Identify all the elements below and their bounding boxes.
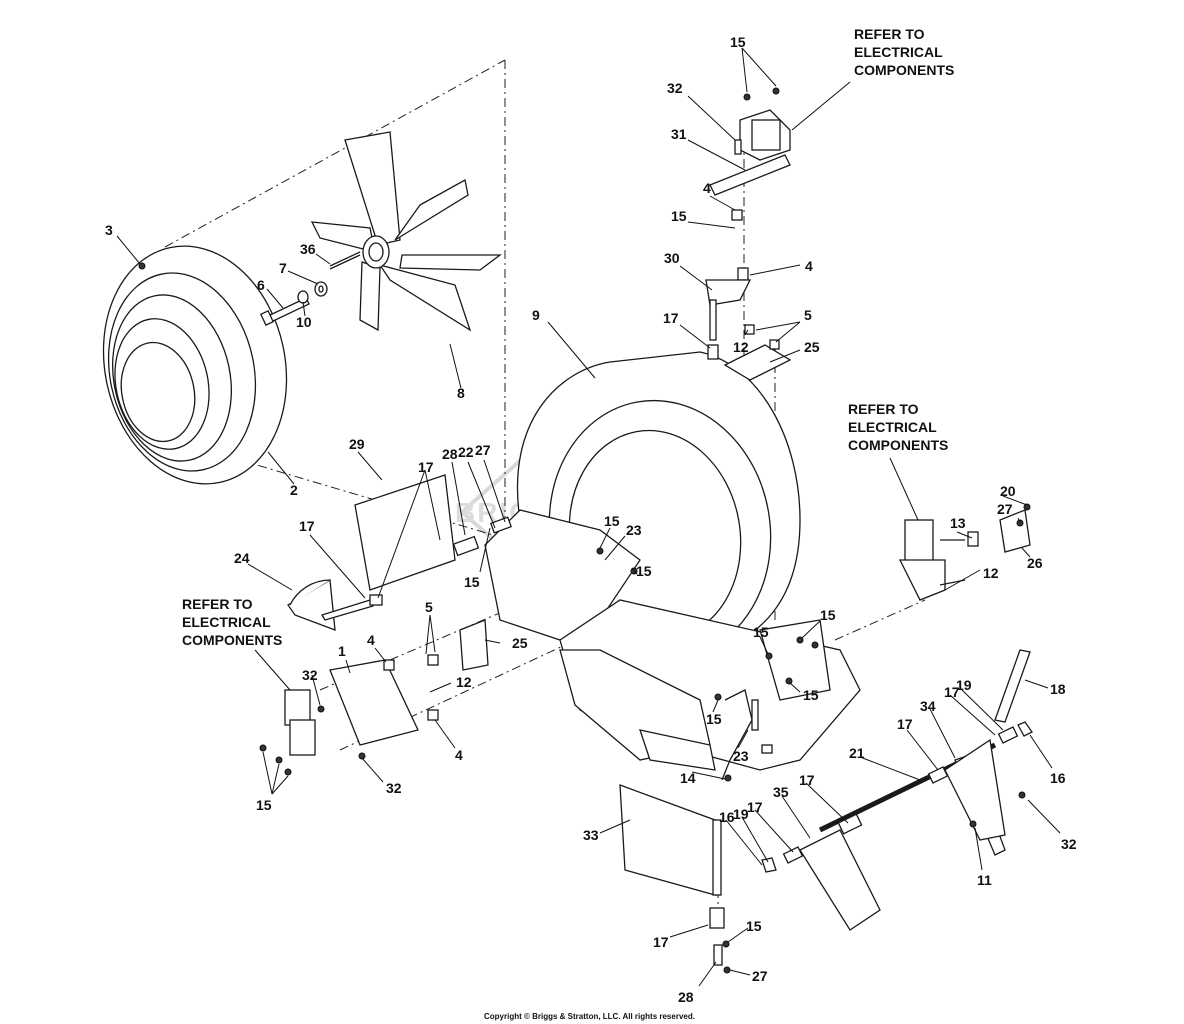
callout-leaders — [116, 47, 1061, 987]
callout-label: 36 — [300, 241, 316, 257]
top-actuator-assembly — [705, 87, 792, 381]
callout-label: 7 — [279, 260, 287, 276]
callout-label: 17 — [418, 459, 434, 475]
callout-label: 28 — [442, 446, 458, 462]
pedal-linkage-assembly — [619, 649, 1033, 974]
callout-label: 17 — [653, 934, 669, 950]
callout-label: 2 — [290, 482, 298, 498]
callout-label: 33 — [583, 827, 599, 843]
callout-label: 15 — [256, 797, 272, 813]
note-line: REFER TO — [854, 26, 925, 42]
callout-label: 19 — [956, 677, 972, 693]
note-line: REFER TO — [182, 596, 253, 612]
callout-label: 12 — [733, 339, 749, 355]
callout-label: 15 — [604, 513, 620, 529]
callout-label: 3 — [105, 222, 113, 238]
callout-label: 17 — [299, 518, 315, 534]
callout-label: 4 — [455, 747, 463, 763]
callout-label: 30 — [664, 250, 680, 266]
note-line: COMPONENTS — [182, 632, 282, 648]
callout-label: 5 — [804, 307, 812, 323]
callout-label: 18 — [1050, 681, 1066, 697]
callout-label: 27 — [752, 968, 768, 984]
callout-label: 32 — [1061, 836, 1077, 852]
note-line: COMPONENTS — [848, 437, 948, 453]
note-line: COMPONENTS — [854, 62, 954, 78]
right-motor-assembly — [898, 503, 1031, 601]
fan-housing-cover — [102, 245, 288, 485]
callout-label: 21 — [849, 745, 865, 761]
callout-label: 17 — [663, 310, 679, 326]
callout-label: 15 — [464, 574, 480, 590]
callout-label: 27 — [475, 442, 491, 458]
callout-label: 5 — [425, 599, 433, 615]
callout-label: 17 — [799, 772, 815, 788]
left-damper-assembly — [259, 474, 513, 776]
callout-label: 22 — [458, 444, 474, 460]
callout-label: 20 — [1000, 483, 1016, 499]
callout-label: 27 — [997, 501, 1013, 517]
callout-label: 15 — [730, 34, 746, 50]
callout-label: 4 — [805, 258, 813, 274]
copyright-text: Copyright © Briggs & Stratton, LLC. All … — [484, 1012, 695, 1021]
callout-label: 15 — [706, 711, 722, 727]
callout-label: 15 — [820, 607, 836, 623]
callout-labels: 15 32 31 4 15 30 4 17 12 5 25 9 3 36 7 6… — [105, 34, 1077, 1005]
callout-label: 34 — [920, 698, 936, 714]
callout-label: 23 — [733, 748, 749, 764]
note-line: ELECTRICAL — [182, 614, 271, 630]
callout-label: 32 — [386, 780, 402, 796]
callout-label: 24 — [234, 550, 250, 566]
note-line: ELECTRICAL — [854, 44, 943, 60]
callout-label: 28 — [678, 989, 694, 1005]
callout-label: 14 — [680, 770, 696, 786]
callout-label: 12 — [983, 565, 999, 581]
callout-label: 11 — [977, 872, 992, 888]
callout-label: 17 — [944, 684, 960, 700]
callout-label: 32 — [302, 667, 318, 683]
note-line: REFER TO — [848, 401, 919, 417]
callout-label: 15 — [636, 563, 652, 579]
callout-label: 16 — [1050, 770, 1066, 786]
callout-label: 17 — [897, 716, 913, 732]
callout-label: 15 — [671, 208, 687, 224]
callout-label: 8 — [457, 385, 465, 401]
callout-label: 32 — [667, 80, 683, 96]
callout-label: 15 — [803, 687, 819, 703]
callout-label: 25 — [512, 635, 528, 651]
callout-label: 26 — [1027, 555, 1043, 571]
callout-label: 4 — [703, 180, 711, 196]
callout-label: 35 — [773, 784, 789, 800]
callout-label: 15 — [746, 918, 762, 934]
callout-label: 15 — [753, 624, 769, 640]
callout-label: 31 — [671, 126, 687, 142]
callout-label: 17 — [747, 799, 763, 815]
callout-label: 16 — [719, 809, 735, 825]
callout-label: 25 — [804, 339, 820, 355]
blower-housing — [484, 351, 861, 771]
callout-label: 1 — [338, 643, 346, 659]
bolt-and-washer — [259, 281, 328, 326]
callout-label: 23 — [626, 522, 642, 538]
callout-label: 4 — [367, 632, 375, 648]
callout-label: 12 — [456, 674, 472, 690]
note-ref-top: REFER TO ELECTRICAL COMPONENTS — [791, 26, 954, 131]
note-line: ELECTRICAL — [848, 419, 937, 435]
callout-label: 9 — [532, 307, 540, 323]
callout-label: 10 — [296, 314, 312, 330]
callout-label: 6 — [257, 277, 265, 293]
callout-label: 19 — [733, 806, 749, 822]
note-ref-left: REFER TO ELECTRICAL COMPONENTS — [182, 596, 291, 691]
fan-impeller — [310, 131, 502, 332]
note-ref-mid: REFER TO ELECTRICAL COMPONENTS — [848, 401, 948, 521]
callout-label: 13 — [950, 515, 966, 531]
callout-label: 29 — [349, 436, 365, 452]
